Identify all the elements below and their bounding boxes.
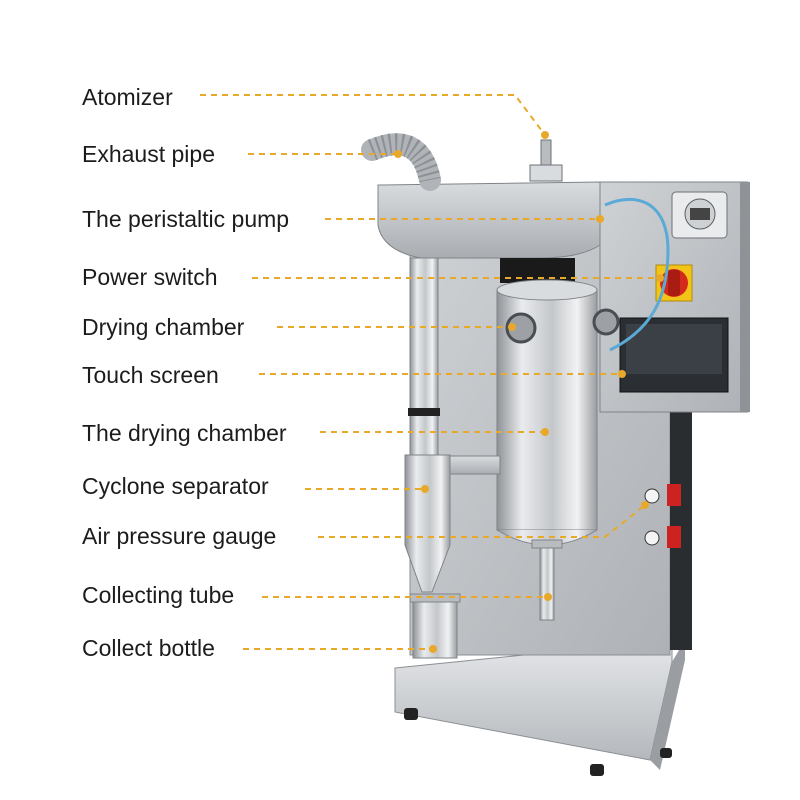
- caster-wheel-icon: [404, 708, 672, 776]
- sight-glass-right: [592, 308, 620, 336]
- label-power-switch: Power switch: [82, 264, 218, 290]
- motor-block: [500, 258, 575, 283]
- left-pipe: [409, 257, 439, 459]
- label-peristaltic-pump: The peristaltic pump: [82, 206, 290, 232]
- top-lid: [377, 181, 601, 259]
- exhaust-hose: [361, 133, 441, 191]
- leader-lines: [200, 94, 660, 650]
- label-air-pressure-gauge: Air pressure gauge: [82, 523, 277, 549]
- label-collecting-tube: Collecting tube: [82, 582, 235, 608]
- label-exhaust-pipe: Exhaust pipe: [82, 141, 215, 167]
- leader-atomizer: [200, 94, 546, 136]
- blue-tubing: [604, 197, 670, 352]
- peristaltic-pump-head-icon: [671, 191, 728, 239]
- base-plate-side: [650, 640, 685, 770]
- atomizer-nozzle-icon: [529, 139, 563, 182]
- label-touch-screen: Touch screen: [82, 362, 219, 388]
- pressure-gauge-icon: [644, 484, 681, 548]
- label-the-drying-chamber: The drying chamber: [82, 420, 287, 446]
- leader-air-pressure-gauge: [318, 504, 646, 538]
- label-atomizer: Atomizer: [82, 84, 173, 110]
- touch-screen-display: [626, 324, 722, 374]
- label-drying-chamber: Drying chamber: [82, 314, 245, 340]
- leader-dots: [394, 131, 664, 653]
- control-box-side: [740, 182, 750, 412]
- label-cyclone-separator: Cyclone separator: [82, 473, 269, 499]
- label-collect-bottle: Collect bottle: [82, 635, 215, 661]
- sight-glass-left: [505, 312, 537, 344]
- connector-pipe: [449, 455, 501, 475]
- collecting-tube: [539, 539, 555, 621]
